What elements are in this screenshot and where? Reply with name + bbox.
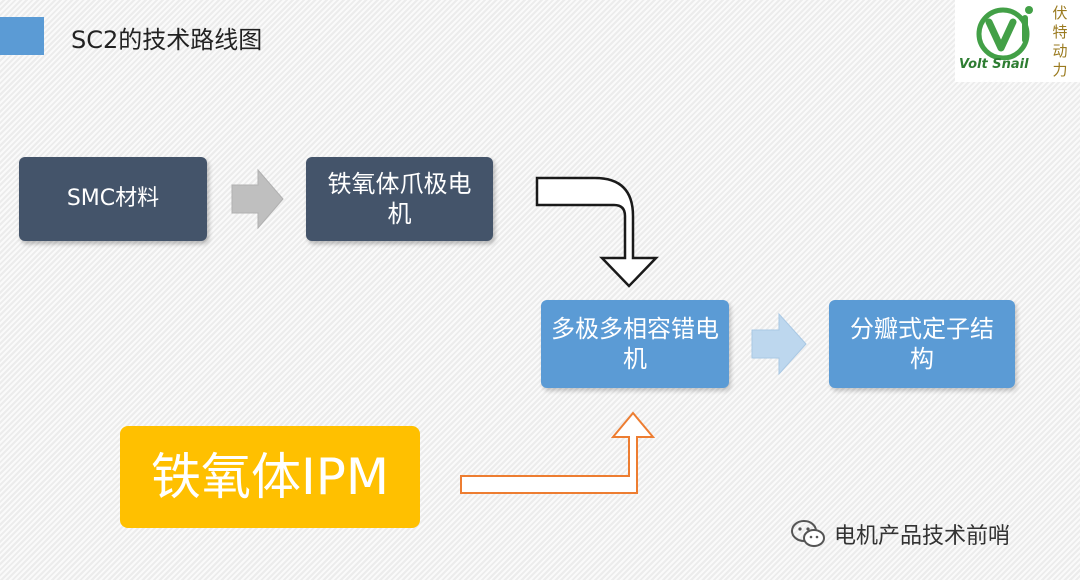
watermark: 电机产品技术前哨 (790, 518, 1010, 550)
node-split-stator-structure: 分瓣式定子结构 (829, 300, 1015, 388)
node-ferrite-ipm: 铁氧体IPM (120, 426, 420, 528)
node-smc-material: SMC材料 (19, 157, 207, 241)
node-ferrite-claw-pole-motor: 铁氧体爪极电机 (306, 157, 493, 241)
node-multi-phase-fault-tolerant-motor: 多极多相容错电机 (541, 300, 729, 388)
watermark-text: 电机产品技术前哨 (834, 524, 1011, 549)
arrow-multi-to-split (751, 312, 807, 376)
header-accent-bar (0, 17, 44, 55)
logo-vertical-text: 伏 特 动 力 (1052, 4, 1068, 79)
arrow-smc-to-claw (231, 168, 284, 230)
arrow-claw-to-multi (535, 176, 659, 288)
arrow-ipm-to-multi (460, 411, 656, 494)
snail-logo-icon (976, 6, 1033, 60)
logo: Volt Snail 伏 特 动 力 (955, 0, 1080, 82)
wechat-icon (791, 520, 825, 547)
logo-brand-text: Volt Snail (959, 57, 1029, 72)
page-title: SC2的技术路线图 (71, 26, 263, 54)
